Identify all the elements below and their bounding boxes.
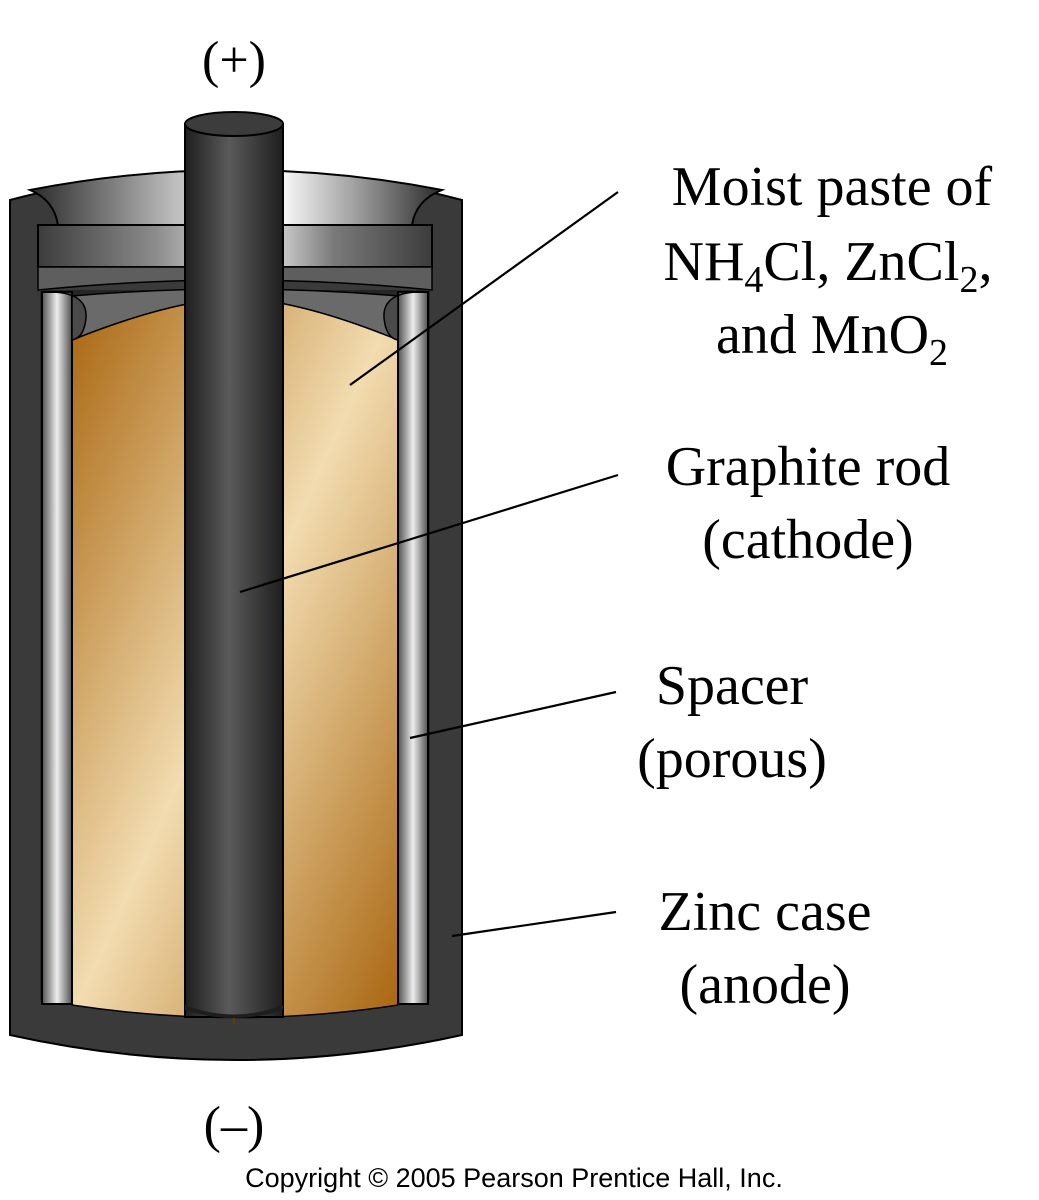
leader-graphite: [239, 473, 619, 594]
svg-text:(porous): (porous): [637, 728, 827, 790]
spacer-right: [397, 291, 429, 1005]
leader-zinc: [451, 910, 617, 938]
svg-text:Spacer: Spacer: [656, 655, 809, 717]
graphite-label: Graphite rod (cathode): [666, 436, 951, 571]
spacer-left-curl: [41, 291, 87, 341]
svg-text:Moist paste of: Moist paste of: [672, 156, 993, 218]
spacer-right-curl: [383, 291, 429, 341]
svg-text:(cathode): (cathode): [702, 509, 913, 571]
copyright-text: Copyright © 2005 Pearson Prentice Hall, …: [245, 1163, 783, 1193]
svg-text:Zinc case: Zinc case: [659, 881, 872, 943]
negative-terminal-label: (–): [204, 1097, 265, 1154]
leader-spacer: [409, 690, 617, 740]
graphite-rod-top: [184, 111, 284, 137]
leader-paste: [349, 191, 619, 386]
svg-text:Graphite rod: Graphite rod: [666, 436, 951, 498]
svg-text:NH4Cl, ZnCl2,: NH4Cl, ZnCl2,: [664, 231, 993, 301]
svg-text:(anode): (anode): [679, 954, 850, 1016]
svg-text:and MnO2: and MnO2: [716, 304, 948, 374]
spacer-left: [41, 291, 73, 1005]
paste-label: Moist paste of NH4Cl, ZnCl2, and MnO2: [664, 156, 993, 374]
positive-terminal-label: (+): [202, 32, 266, 89]
zinc-label: Zinc case (anode): [659, 881, 872, 1016]
graphite-rod: [184, 123, 284, 1018]
graphite-rod-bottom: [185, 1005, 283, 1018]
spacer-label: Spacer (porous): [637, 655, 827, 790]
